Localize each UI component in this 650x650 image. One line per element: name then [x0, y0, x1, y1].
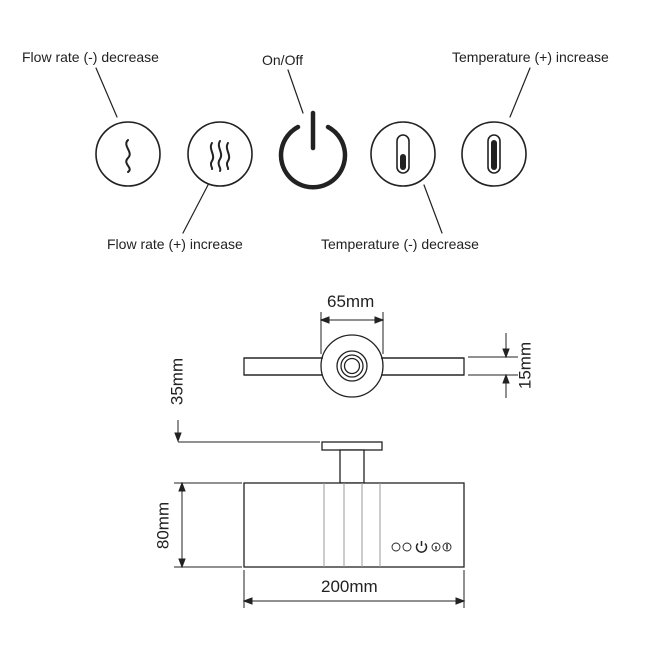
height-dimension — [174, 481, 242, 569]
temp-decrease-icon — [370, 121, 436, 187]
width-dimension-label: 65mm — [327, 292, 375, 311]
temp-decrease-label: Temperature (-) decrease — [321, 236, 479, 252]
drop-dimension — [174, 420, 320, 443]
temp-decrease-leader — [423, 184, 443, 234]
length-dimension — [242, 570, 466, 608]
thickness-dimension — [468, 333, 518, 398]
length-dimension-label: 200mm — [321, 577, 378, 596]
height-dimension-label: 80mm — [153, 501, 173, 550]
side-view — [243, 441, 465, 568]
top-view — [243, 334, 465, 398]
on-off-label: On/Off — [262, 52, 303, 68]
flow-increase-icon — [187, 121, 253, 187]
mini-temp-increase-icon — [442, 542, 452, 552]
mini-flow-decrease-icon — [391, 542, 401, 552]
flow-decrease-icon — [95, 121, 161, 187]
flow-decrease-label: Flow rate (-) decrease — [22, 49, 159, 65]
flow-decrease-leader — [95, 67, 118, 118]
mini-control-strip — [391, 541, 452, 553]
flow-increase-label: Flow rate (+) increase — [107, 236, 243, 252]
mini-power-icon — [415, 541, 428, 553]
mini-temp-decrease-icon — [431, 542, 441, 552]
mini-flow-increase-icon — [402, 542, 412, 552]
drop-dimension-label: 35mm — [167, 357, 187, 406]
thickness-dimension-label: 15mm — [515, 341, 535, 390]
temp-increase-label: Temperature (+) increase — [452, 49, 609, 65]
power-icon — [278, 110, 348, 190]
flow-increase-leader — [182, 184, 209, 234]
temp-increase-leader — [509, 67, 531, 118]
temp-increase-icon — [461, 121, 527, 187]
width-dimension — [319, 312, 385, 354]
on-off-leader — [287, 69, 304, 114]
